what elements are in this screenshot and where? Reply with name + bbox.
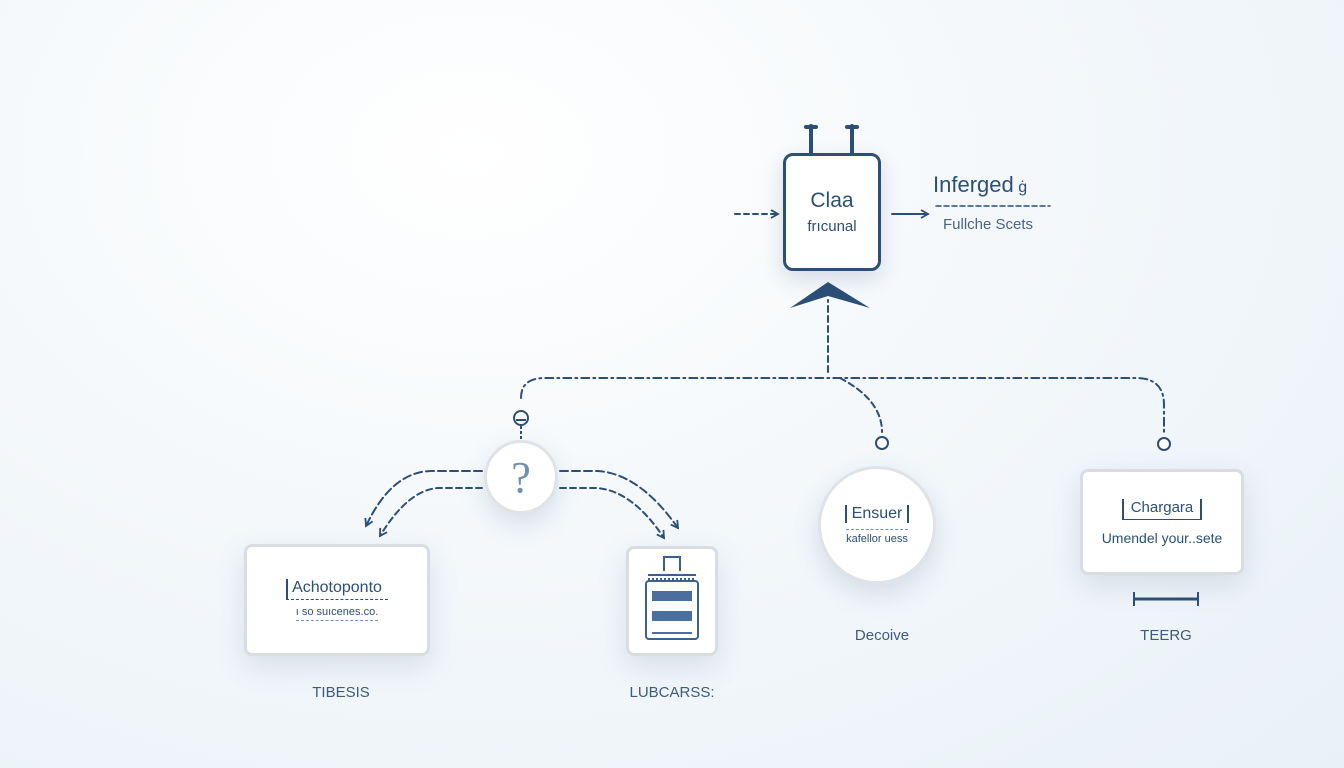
node-circle-title: Ensuer — [844, 505, 910, 523]
port-question-node — [513, 410, 529, 426]
chevron-up-icon — [790, 282, 870, 308]
question-mark-icon: ? — [511, 452, 531, 502]
node-right-title: Chargara — [1121, 498, 1203, 520]
side-label-title: Inferged — [933, 172, 1014, 197]
top-node-title: Claa — [810, 189, 854, 212]
side-label-title-suffix: ġ — [1018, 179, 1028, 196]
curve-right-inner — [559, 487, 666, 540]
top-node-subtitle: frıcunal — [807, 218, 857, 235]
suitcase-icon — [645, 556, 699, 640]
node-left-caption: TIBESIS — [312, 684, 370, 701]
node-left[interactable]: Achotoponto ı so suıcenes.co. — [244, 544, 430, 656]
port-right-node — [1157, 437, 1171, 451]
curve-left-inner — [379, 487, 483, 538]
node-circle[interactable]: Ensuer kafellor uess — [818, 466, 936, 584]
node-circle-caption: Decoive — [854, 627, 910, 644]
bus-line — [520, 377, 1165, 433]
side-label: Inferged ġ — [933, 172, 1027, 198]
branch-circle — [839, 377, 883, 433]
node-right-caption: TEERG — [1140, 627, 1192, 644]
node-circle-subtitle: kafellor uess — [846, 529, 908, 545]
node-left-subtitle: ı so suıcenes.co. — [295, 606, 379, 621]
node-left-title: Achotoponto — [286, 579, 388, 600]
node-suitcase-caption: LUBCARSS: — [629, 684, 715, 701]
port-circle-node — [875, 436, 889, 450]
top-node[interactable]: Claa frıcunal — [783, 153, 881, 271]
curve-left-outer — [364, 470, 483, 528]
node-right[interactable]: Chargara Umendel your..sete — [1080, 469, 1244, 575]
node-right-subtitle: Umendel your..sete — [1101, 529, 1223, 546]
side-label-subtitle: Fullche Scets — [943, 216, 1034, 233]
node-suitcase[interactable] — [626, 546, 718, 656]
question-node[interactable]: ? — [484, 440, 558, 514]
curve-right-outer — [559, 470, 680, 530]
